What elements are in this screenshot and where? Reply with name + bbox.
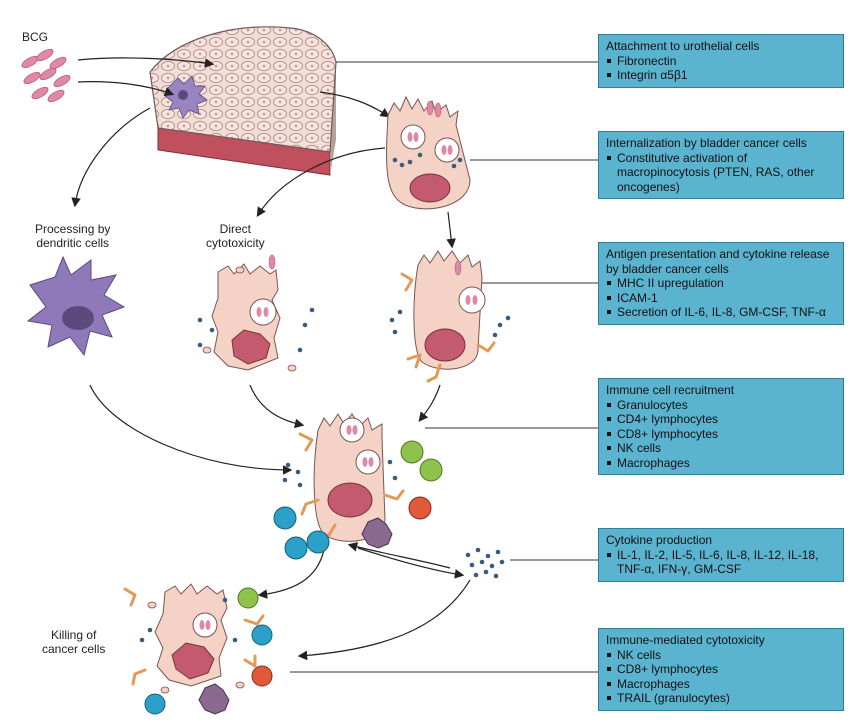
bcg-bacilli [21, 48, 71, 103]
box-internalization: Internalization by bladder cancer cells … [598, 131, 844, 199]
internalizing-cancer-cell [386, 95, 471, 210]
dendritic-cell [26, 255, 126, 357]
bcg-arrows [77, 57, 215, 97]
damaged-cancer-cell [197, 254, 315, 372]
box-antigen-presentation: Antigen presentation and cytokine releas… [598, 242, 844, 325]
granulocytes [400, 440, 443, 482]
box-attachment: Attachment to urothelial cells Fibronect… [598, 34, 844, 88]
box-cytokine-production: Cytokine production IL-1, IL-2, IL-5, IL… [598, 528, 844, 582]
leader-lines [290, 61, 598, 673]
bcg-label: BCG [22, 30, 49, 44]
killed-cancer-cell [123, 583, 273, 715]
cd8-lymphocytes [273, 506, 330, 560]
urothelium-block [149, 26, 337, 176]
box-immune-recruitment: Immune cell recruitment Granulocytes CD4… [598, 378, 844, 475]
box-immune-cytotoxicity: Immune-mediated cytotoxicity NK cells CD… [598, 628, 844, 711]
cytokine-cloud [465, 547, 505, 579]
macrophage [361, 517, 393, 549]
flow-arrows [71, 91, 471, 661]
recruiting-cancer-cell [273, 413, 443, 560]
antigen-presenting-cancer-cell [389, 250, 511, 383]
nk-cell [408, 496, 432, 520]
resident-dendritic-cell [164, 75, 208, 119]
